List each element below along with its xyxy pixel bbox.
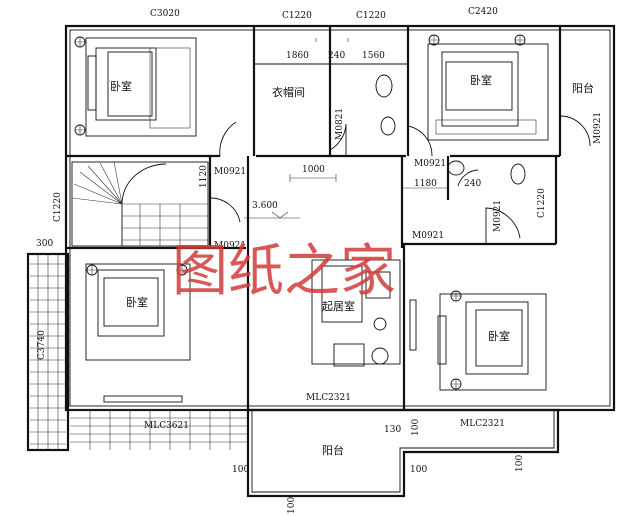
dimension-lines (244, 38, 448, 219)
window-c3020: C3020 (150, 9, 180, 19)
label-bedroom-sw: 卧室 (126, 295, 148, 309)
label-balcony-east: 阳台 (572, 81, 594, 95)
label-walkin-closet: 衣帽间 (272, 85, 305, 99)
door-mlc-sw: MLC3621 (144, 421, 189, 431)
dim-130: 130 (384, 425, 401, 435)
dim-1120: 1120 (199, 165, 209, 188)
dim-300: 300 (36, 239, 53, 249)
west-balcony-tiles (30, 254, 248, 450)
door-m0921-hall-right: M0921 (414, 159, 446, 169)
window-c2420: C2420 (468, 7, 498, 17)
label-bedroom-se: 卧室 (488, 329, 510, 343)
window-c3740: C3740 (37, 330, 47, 360)
elevation-mark: 3.600 (252, 201, 278, 211)
window-c1220-a: C1220 (282, 11, 312, 21)
label-living: 起居室 (322, 299, 355, 313)
door-m0921-se: M0921 (412, 231, 444, 241)
door-mlc2321-living: MLC2321 (306, 393, 351, 403)
label-balcony-south: 阳台 (322, 443, 344, 457)
labels: 卧室 衣帽间 卧室 阳台 卧室 起居室 卧室 阳台 C3020 C1220 C1… (36, 7, 603, 514)
window-c1220-east: C1220 (537, 188, 547, 218)
door-m0921-bath: M0921 (493, 200, 503, 232)
dim-100-e: 100 (287, 497, 297, 514)
dim-1180: 1180 (414, 179, 437, 189)
door-m0821: M0821 (335, 108, 345, 140)
bed-se (437, 290, 547, 391)
door-m0921-ne: M0921 (593, 112, 603, 144)
interior-walls (66, 26, 562, 412)
stair (71, 161, 209, 247)
living-furniture (311, 259, 417, 367)
bed-nw (74, 36, 197, 137)
door-m0921-hall-top: M0921 (214, 167, 246, 177)
bed-sw (85, 263, 191, 403)
window-c1220-b: C1220 (356, 11, 386, 21)
door-m0921-sw: M0921 (214, 241, 246, 251)
dim-1860: 1860 (286, 51, 309, 61)
label-bedroom-ne: 卧室 (470, 73, 492, 87)
dim-1000: 1000 (302, 165, 325, 175)
bath-fixtures (375, 74, 526, 185)
dim-240-bath: 240 (464, 179, 481, 189)
dim-240-top: 240 (328, 51, 345, 61)
window-c1220-west: C1220 (53, 192, 63, 222)
door-mlc2321-se: MLC2321 (460, 419, 505, 429)
dim-100-b: 100 (232, 465, 249, 475)
watermark: 图纸之家 (172, 239, 396, 304)
label-bedroom-nw: 卧室 (110, 79, 132, 93)
bed-ne (427, 34, 549, 141)
dim-1560: 1560 (362, 51, 385, 61)
dim-100-d: 100 (515, 455, 525, 472)
dim-100-a: 100 (411, 419, 421, 436)
door-swings (209, 115, 591, 244)
dim-100-c: 100 (410, 465, 427, 475)
